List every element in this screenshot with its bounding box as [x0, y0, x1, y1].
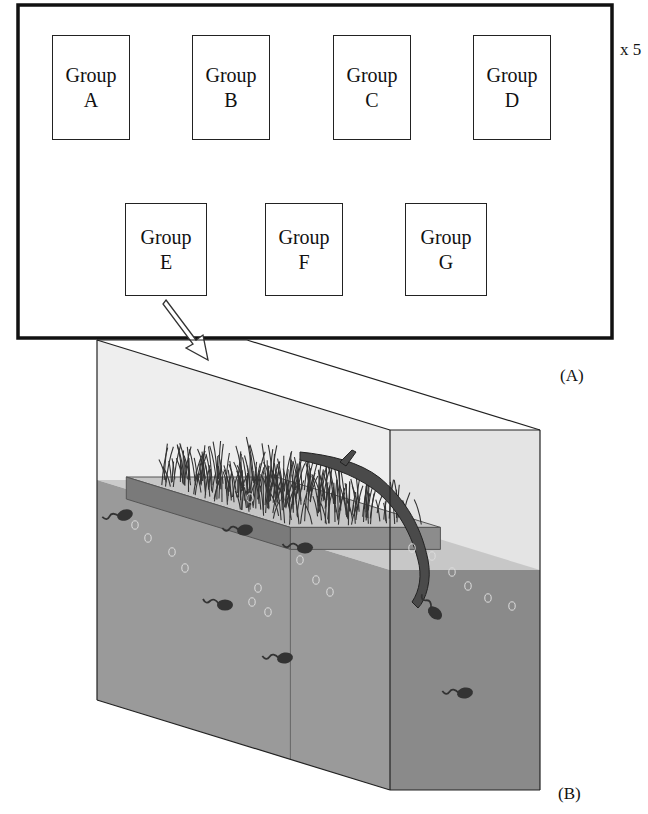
group-label: Group D — [486, 63, 537, 113]
tadpole — [203, 599, 233, 611]
tank-outline — [247, 340, 540, 430]
group-label: Group B — [205, 63, 256, 113]
bubble — [449, 568, 455, 576]
tank-outline — [97, 700, 390, 790]
group-label: Group F — [278, 225, 329, 275]
aquarium-tank — [97, 340, 540, 790]
bubble — [249, 598, 255, 606]
bubble — [297, 556, 303, 564]
group-box: Group G — [405, 203, 487, 296]
pointer-arrow — [163, 300, 208, 360]
tank-outline — [97, 339, 247, 340]
bubble — [247, 494, 253, 502]
glass-front — [390, 430, 540, 790]
bubble — [327, 588, 333, 596]
tank-outline — [390, 789, 540, 790]
replicate-count: x 5 — [620, 40, 641, 60]
tadpole — [283, 541, 314, 555]
group-box: Group C — [333, 35, 411, 140]
tank-edge — [290, 539, 291, 759]
tadpole — [262, 651, 294, 668]
bubble — [485, 594, 491, 602]
bubble — [255, 584, 261, 592]
group-label: Group A — [65, 63, 116, 113]
bubble — [409, 544, 415, 552]
bubble — [145, 534, 151, 542]
tank-outline — [390, 429, 540, 430]
tank-outline — [539, 430, 540, 790]
tadpole — [442, 686, 474, 703]
group-box: Group A — [52, 35, 130, 140]
tadpole — [222, 523, 254, 540]
tank-outline — [389, 430, 390, 790]
group-box: Group B — [192, 35, 270, 140]
panel-frame — [18, 5, 612, 338]
tank-outline — [96, 340, 97, 700]
branch — [300, 452, 429, 608]
branch-twig — [340, 450, 356, 466]
panel-label: (B) — [558, 784, 581, 804]
tadpole — [415, 594, 445, 622]
bubble — [169, 548, 175, 556]
group-box: Group E — [125, 203, 207, 296]
bubble — [313, 576, 319, 584]
bubble — [182, 564, 188, 572]
group-box: Group F — [265, 203, 343, 296]
bubble — [465, 582, 471, 590]
tank-outline — [97, 340, 390, 430]
group-label: Group C — [346, 63, 397, 113]
glass-side — [97, 340, 390, 790]
bubble — [265, 608, 271, 616]
panel-label: (A) — [560, 366, 584, 386]
group-label: Group G — [420, 225, 471, 275]
group-label: Group E — [140, 225, 191, 275]
bubble — [509, 602, 515, 610]
bubble — [429, 552, 435, 560]
bubble — [132, 521, 138, 529]
group-box: Group D — [473, 35, 551, 140]
tadpole — [102, 507, 134, 528]
tadpoles — [102, 507, 474, 703]
